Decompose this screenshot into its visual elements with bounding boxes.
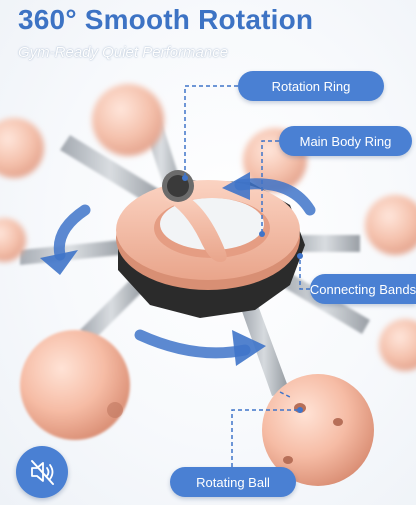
callout-rotating-ball: Rotating Ball [170, 467, 296, 497]
mute-speaker-icon [31, 460, 54, 485]
callout-rotation-ring: Rotation Ring [238, 71, 384, 101]
leader-dots [182, 175, 303, 413]
rotation-arrows [40, 172, 316, 366]
callout-connecting-bands: Connecting Bands [310, 274, 416, 304]
foreground-balls [20, 330, 374, 486]
page-title: 360° Smooth Rotation [18, 4, 314, 35]
callout-main-body-ring: Main Body Ring [279, 126, 412, 156]
main-body-ring [116, 170, 300, 290]
page-subtitle: Gym-Ready Quiet Performance [18, 44, 229, 61]
leader-lines [184, 85, 310, 467]
mute-badge [16, 446, 68, 498]
front-band [238, 300, 290, 396]
